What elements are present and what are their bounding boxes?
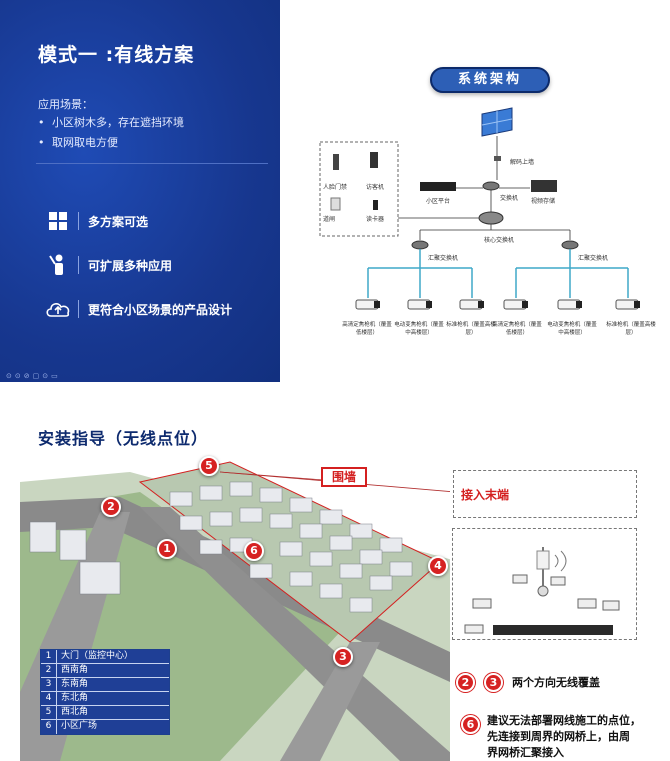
- platform-server-icon: [420, 182, 456, 191]
- camera-label: 电动变焦枪机（覆盖中高楼层）: [547, 322, 597, 336]
- camera-icon: [602, 600, 620, 611]
- scene-label: 应用场景：: [38, 98, 93, 111]
- wifi-signal-icon: [554, 550, 567, 572]
- guide-title: 安装指导（无线点位）: [38, 429, 209, 448]
- architecture-diagram: [319, 107, 640, 310]
- note-coverage: 两个方向无线覆盖: [512, 676, 600, 689]
- camera-icon: [512, 574, 528, 584]
- camera-label: 电动变焦枪机（覆盖中高楼层）: [394, 322, 444, 336]
- reader-label: 读卡器: [366, 216, 385, 223]
- camera-icon: [550, 576, 566, 586]
- divider: [36, 163, 268, 164]
- feature-item: 更符合小区场景的产品设计: [44, 296, 232, 322]
- map-pin-3: 3: [333, 647, 353, 667]
- wireless-bridge-icon: [536, 550, 550, 570]
- bullet-camera-icon: [407, 299, 432, 310]
- feature-item: 多方案可选: [44, 208, 148, 234]
- blue-slide-panel: 模式一 :有线方案 应用场景： •小区树木多，存在遮挡环境 •取网取电方便 多方…: [0, 0, 280, 382]
- slide-title: 模式一 :有线方案: [38, 44, 195, 66]
- right-aggregation-switch-icon: [561, 240, 579, 250]
- access-end-label: 接入末端: [461, 488, 510, 502]
- feature-item: 可扩展多种应用: [44, 252, 172, 278]
- access-end-box: [453, 470, 637, 518]
- wall-label: 围墙: [321, 467, 367, 487]
- storage-label: 视频存储: [531, 198, 556, 205]
- grid-icon: [44, 208, 72, 234]
- architecture-badge: 系统架构: [430, 67, 550, 93]
- map-pin-5: 5: [199, 456, 219, 476]
- decoder-label: 解码上墙: [510, 159, 535, 166]
- dome-camera-icon: [537, 585, 549, 597]
- note-pin-3: 3: [484, 673, 503, 692]
- camera-label: 高清定焦枪机（覆盖低楼层）: [342, 322, 392, 336]
- core-switch-icon: [478, 211, 504, 225]
- camera-label: 标准枪机（覆盖高楼层）: [606, 322, 656, 336]
- buildings: [29, 481, 413, 613]
- decoder-icon: [494, 156, 501, 161]
- bullet-camera-icon: [355, 299, 380, 310]
- camera-label: 标准枪机（覆盖高楼层）: [446, 322, 496, 336]
- note-pin-6: 6: [461, 715, 480, 734]
- cloud-upload-icon: [44, 296, 72, 322]
- bullet-camera-icon: [615, 299, 640, 310]
- map-pin-2: 2: [101, 497, 121, 517]
- map-pin-6: 6: [244, 541, 264, 561]
- access-devices-box: [319, 141, 399, 237]
- aggregation-switch-label: 汇聚交换机: [578, 255, 609, 262]
- bullet-camera-icon: [503, 299, 528, 310]
- switch-label: 交换机: [500, 195, 519, 202]
- camera-icon: [464, 624, 484, 634]
- nvr-icon: [493, 625, 613, 635]
- camera-icon: [577, 598, 597, 609]
- visitor-label: 访客机: [366, 184, 385, 191]
- bullet-item: •小区树木多，存在遮挡环境: [38, 116, 184, 129]
- bullet-camera-icon: [459, 299, 484, 310]
- gate-label: 道闸: [323, 216, 336, 223]
- note-bridge-line: 建议无法部署网线施工的点位，: [487, 714, 641, 727]
- camera-icon: [472, 598, 492, 609]
- left-aggregation-switch-icon: [411, 240, 429, 250]
- slide-toolbar[interactable]: ⊙⊙⊘▢⊙▭: [6, 372, 61, 380]
- map-pin-4: 4: [428, 556, 448, 576]
- video-wall-icon: [481, 107, 513, 137]
- aggregation-switch-label: 汇聚交换机: [428, 255, 459, 262]
- person-extend-icon: [44, 252, 72, 278]
- switch-icon: [482, 181, 500, 191]
- face-door-label: 人脸门禁: [323, 184, 348, 191]
- note-pin-2: 2: [456, 673, 475, 692]
- storage-server-icon: [531, 180, 557, 192]
- equipment-box: [452, 528, 637, 640]
- bullet-camera-icon: [557, 299, 582, 310]
- note-bridge-line: 先连接到周界的网桥上，由周: [487, 730, 630, 743]
- note-bridge-line: 界网桥汇聚接入: [487, 746, 564, 759]
- map-pin-1: 1: [157, 539, 177, 559]
- platform-label: 小区平台: [426, 198, 451, 205]
- bullet-item: •取网取电方便: [38, 136, 118, 149]
- core-switch-label: 核心交换机: [484, 237, 515, 244]
- road: [20, 497, 450, 682]
- road: [280, 642, 380, 761]
- camera-label: 高清定焦枪机（覆盖低楼层）: [492, 322, 542, 336]
- road: [140, 507, 450, 761]
